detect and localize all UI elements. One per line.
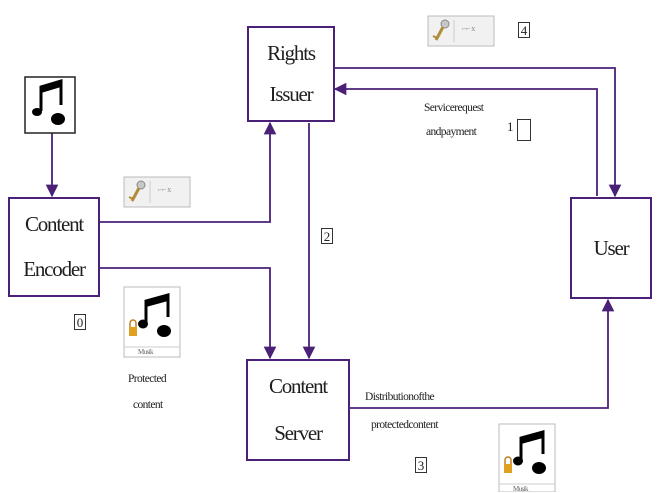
step-number-1-box bbox=[517, 119, 531, 141]
key-license-icon bbox=[427, 15, 495, 47]
content-encoder-box: Content Encoder bbox=[8, 197, 100, 297]
locked-card-text: Musik bbox=[138, 348, 154, 356]
rights-issuer-box: Rights Issuer bbox=[247, 26, 335, 122]
music-note-icon bbox=[24, 76, 76, 134]
key-card-text-2: ⌐⌐ x bbox=[158, 185, 171, 194]
arrow-encoder-to-rights-issuer bbox=[100, 121, 277, 223]
step-number-1: 1 bbox=[507, 119, 513, 134]
step-number-0: 0 bbox=[74, 314, 86, 330]
content-encoder-line2: Encoder bbox=[23, 257, 86, 281]
user-box: User bbox=[570, 197, 652, 299]
locked-card-text-2: Musik bbox=[513, 485, 529, 493]
step-number-2: 2 bbox=[321, 228, 333, 244]
content-server-box: Content Server bbox=[246, 359, 350, 461]
locked-music-icon bbox=[123, 286, 181, 358]
step-number-4: 4 bbox=[518, 22, 530, 38]
locked-music-icon-2 bbox=[498, 423, 556, 492]
rights-issuer-line2: Issuer bbox=[269, 82, 314, 106]
user-label: User bbox=[593, 235, 630, 260]
distribution-label-2: protectedcontent bbox=[371, 419, 439, 431]
step-number-3: 3 bbox=[415, 457, 427, 473]
distribution-label-1: Distributionofthe bbox=[365, 391, 435, 403]
service-request-label-2: andpayment bbox=[426, 126, 477, 138]
content-encoder-line1: Content bbox=[24, 212, 84, 236]
protected-content-label-1: Protected bbox=[128, 373, 167, 385]
arrow-content-server-to-user bbox=[350, 298, 615, 409]
arrow-rights-issuer-to-user bbox=[335, 67, 622, 198]
service-request-label-1: Servicerequest bbox=[424, 102, 484, 114]
arrow-user-to-rights-issuer bbox=[333, 82, 598, 196]
key-license-icon-2 bbox=[123, 176, 191, 208]
arrow-encoder-to-content-server bbox=[100, 267, 277, 360]
content-server-line2: Server bbox=[274, 421, 323, 445]
protected-content-label-2: content bbox=[133, 399, 163, 411]
key-card-text: ⌐⌐ x bbox=[462, 24, 475, 33]
rights-issuer-line1: Rights bbox=[267, 41, 316, 65]
content-server-line1: Content bbox=[268, 374, 328, 398]
